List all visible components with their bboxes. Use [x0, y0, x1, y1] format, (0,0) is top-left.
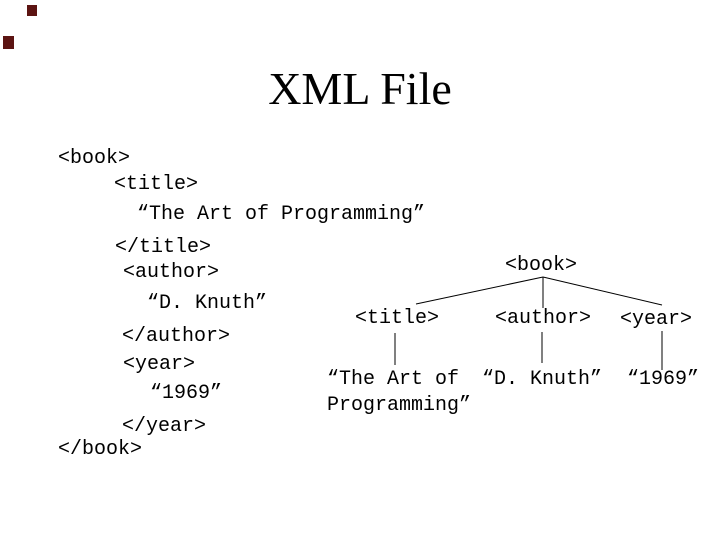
tree-node-title: <title>	[355, 307, 440, 330]
tree-node-author: <author>	[495, 307, 592, 330]
tree-node-book: <book>	[505, 254, 578, 277]
code-line: </year>	[122, 415, 207, 438]
code-line: </title>	[115, 236, 212, 259]
code-line: <book>	[58, 147, 131, 170]
corner-decoration-left	[3, 36, 14, 49]
code-line: </book>	[58, 438, 143, 461]
tree-leaf-year-value: “1969”	[627, 368, 700, 391]
code-line: “D. Knuth”	[147, 292, 268, 315]
slide-title: XML File	[268, 63, 452, 114]
tree-leaf-title-value: “The Art of Programming”	[327, 368, 472, 417]
code-line: <year>	[123, 353, 196, 376]
tree-node-year: <year>	[620, 308, 693, 331]
code-line: “1969”	[150, 382, 223, 405]
code-line: <title>	[114, 173, 199, 196]
code-line: </author>	[122, 325, 231, 348]
code-line: <author>	[123, 261, 220, 284]
code-line: “The Art of Programming”	[137, 203, 426, 226]
corner-decoration-top	[27, 5, 37, 16]
tree-leaf-author-value: “D. Knuth”	[482, 368, 603, 391]
tree-edge	[542, 276, 663, 306]
tree-edge	[415, 276, 544, 305]
